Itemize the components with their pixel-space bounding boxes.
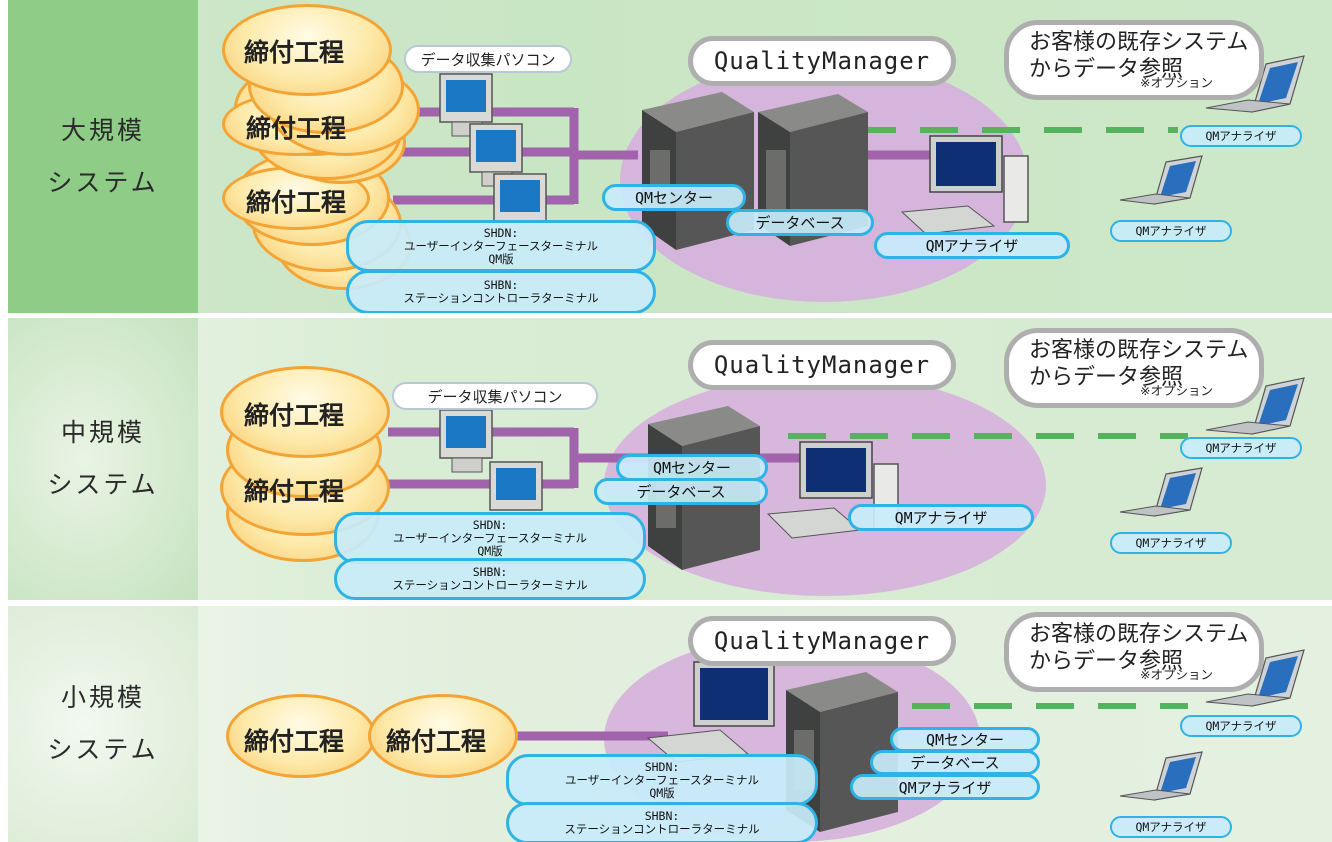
quality-manager-title: QualityManager <box>688 616 956 666</box>
laptop-icon <box>1205 55 1305 113</box>
pc-layer <box>439 55 1305 250</box>
shbn-terminal-label: SHBN:ステーションコントローラターミナル <box>346 270 656 313</box>
qm-center-label: QMセンター <box>616 454 768 481</box>
remote-analyzer-label: QMアナライザ <box>1110 532 1232 554</box>
qm-center-label: QMセンター <box>890 727 1040 752</box>
band-title: 大規模システム <box>47 115 159 197</box>
process-blob <box>226 694 376 778</box>
customer-text-2: からデータ参照 <box>1029 57 1184 82</box>
process-label: 締付工程 <box>244 727 345 756</box>
remote-analyzer-label: QMアナライザ <box>1180 437 1302 459</box>
band-left-panel <box>8 606 198 842</box>
qm-analyzer-label: QMアナライザ <box>874 232 1070 259</box>
customer-text-2: からデータ参照 <box>1029 649 1184 674</box>
desktop-pc-icon <box>489 461 543 511</box>
customer-system-callout: お客様の既存システムからデータ参照 ※オプション <box>1004 328 1264 408</box>
qm-analyzer-label: QMアナライザ <box>850 774 1040 800</box>
process-label: 締付工程 <box>246 114 347 143</box>
qm-analyzer-label: QMアナライザ <box>848 504 1034 531</box>
data-pc-label: データ収集パソコン <box>404 45 572 73</box>
process-label: 締付工程 <box>246 188 347 217</box>
laptop-icon <box>1119 751 1203 801</box>
desktop-pc-icon <box>439 409 493 473</box>
workstation-icon <box>646 661 775 763</box>
workstation-icon <box>900 135 1029 235</box>
remote-analyzer-label: QMアナライザ <box>1110 220 1232 242</box>
customer-text-1: お客様の既存システム <box>1029 622 1249 647</box>
small-system-band: 小規模システム 締付工程 締付工程 Qualit <box>8 606 1332 842</box>
process-blob <box>222 4 392 96</box>
shbn-terminal-label: SHBN:ステーションコントローラターミナル <box>334 558 646 600</box>
band-left-panel <box>8 318 198 600</box>
customer-text-2: からデータ参照 <box>1029 365 1184 390</box>
laptop-icon <box>1119 467 1203 517</box>
process-blob <box>220 366 390 458</box>
quality-manager-title: QualityManager <box>688 36 956 86</box>
laptop-icon <box>1119 155 1203 205</box>
quality-manager-title: QualityManager <box>688 340 956 390</box>
database-label: データベース <box>870 750 1040 775</box>
database-label: データベース <box>594 478 768 505</box>
band-title: 小規模システム <box>47 683 159 764</box>
remote-analyzer-label: QMアナライザ <box>1180 125 1302 147</box>
laptop-icon <box>1205 649 1305 707</box>
process-label: 締付工程 <box>244 38 345 67</box>
process-label: 締付工程 <box>244 477 345 506</box>
customer-system-callout: お客様の既存システムからデータ参照 ※オプション <box>1004 20 1264 100</box>
laptop-icon <box>1205 377 1305 435</box>
customer-text-1: お客様の既存システム <box>1029 30 1249 55</box>
customer-option: ※オプション <box>1140 667 1213 682</box>
large-system-band: 大規模システム 締付工程 締付工程 締付工程 <box>8 0 1332 313</box>
remote-analyzer-label: QMアナライザ <box>1180 715 1302 737</box>
process-label: 締付工程 <box>244 401 345 430</box>
customer-option: ※オプション <box>1140 75 1213 90</box>
process-blob <box>368 694 518 778</box>
desktop-pc-icon <box>493 173 547 223</box>
customer-option: ※オプション <box>1140 383 1213 398</box>
desktop-pc-icon <box>469 123 523 187</box>
band-title: 中規模システム <box>47 418 159 499</box>
remote-analyzer-label: QMアナライザ <box>1110 816 1232 838</box>
database-label: データベース <box>726 209 874 236</box>
process-label: 締付工程 <box>386 727 487 756</box>
band-left-panel <box>8 0 198 313</box>
shbn-terminal-label: SHBN:ステーションコントローラターミナル <box>506 802 818 842</box>
customer-system-callout: お客様の既存システムからデータ参照 ※オプション <box>1004 612 1264 692</box>
qm-center-label: QMセンター <box>602 184 746 211</box>
customer-text-1: お客様の既存システム <box>1029 338 1249 363</box>
medium-system-band: 中規模システム 締付工程 締付工程 <box>8 318 1332 600</box>
data-pc-label: データ収集パソコン <box>392 382 598 410</box>
